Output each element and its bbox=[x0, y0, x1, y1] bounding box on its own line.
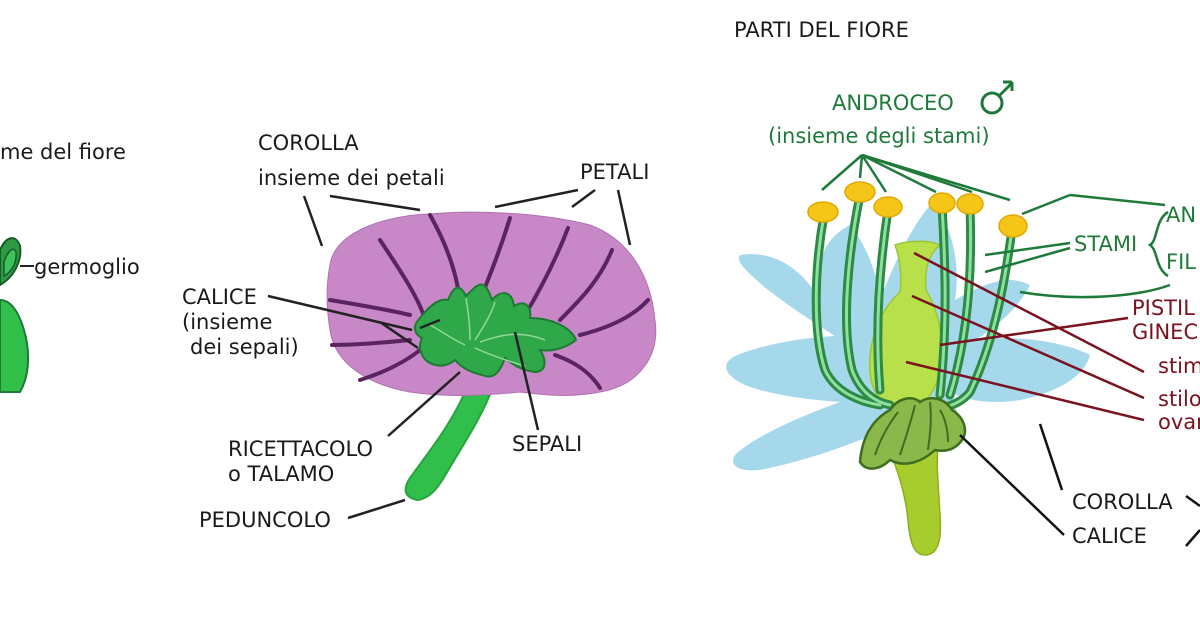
right-bottom-leaders bbox=[959, 423, 1200, 547]
label-stilo-partial: stilo bbox=[1158, 387, 1200, 411]
sepal-veins bbox=[429, 297, 546, 367]
label-filamento-partial: FIL bbox=[1166, 250, 1196, 274]
label-right-calice: CALICE bbox=[1072, 524, 1147, 548]
label-ricettacolo: RICETTACOLO bbox=[228, 437, 374, 461]
label-gineceo-partial: GINEC bbox=[1132, 320, 1199, 344]
anthers bbox=[807, 181, 1028, 238]
calyx-sepals bbox=[414, 283, 578, 378]
label-calice-desc-1: (insieme bbox=[182, 310, 273, 334]
diagram-title: PARTI DEL FIORE bbox=[734, 18, 909, 42]
label-corolla: COROLLA bbox=[258, 131, 359, 155]
label-germoglio: germoglio bbox=[34, 255, 140, 279]
sprout-bud-leaf bbox=[3, 248, 17, 278]
label-antera-partial: AN bbox=[1166, 203, 1197, 227]
right-calyx bbox=[858, 397, 967, 470]
label-stami: STAMI bbox=[1074, 232, 1138, 256]
label-right-corolla: COROLLA bbox=[1072, 490, 1173, 514]
sprout-stem bbox=[0, 298, 30, 393]
left-partial-title: me del fiore bbox=[0, 140, 126, 164]
right-calyx-veins bbox=[874, 401, 949, 456]
middle-leader-lines bbox=[267, 188, 632, 520]
stami-brace bbox=[1147, 210, 1169, 278]
label-peduncolo: PEDUNCOLO bbox=[199, 508, 331, 532]
middle-flower-drawing bbox=[267, 188, 657, 520]
label-talamo: o TALAMO bbox=[228, 462, 335, 486]
label-androceo-desc: (insieme degli stami) bbox=[768, 124, 990, 148]
peduncle-stem bbox=[404, 378, 496, 502]
pistil-lines bbox=[905, 251, 1145, 422]
right-flower-drawing bbox=[726, 80, 1200, 556]
label-stimma-partial: stim bbox=[1158, 354, 1200, 378]
label-ovario-partial: ovar bbox=[1158, 410, 1200, 434]
male-symbol-icon bbox=[980, 80, 1014, 115]
label-pistillo-partial: PISTIL bbox=[1132, 296, 1195, 320]
label-petali: PETALI bbox=[580, 160, 650, 184]
androceo-lines bbox=[821, 153, 1171, 299]
sprout-drawing bbox=[0, 237, 34, 393]
label-corolla-desc: insieme dei petali bbox=[258, 166, 445, 190]
label-calice: CALICE bbox=[182, 285, 257, 309]
label-calice-desc-2: dei sepali) bbox=[190, 335, 299, 359]
label-androceo: ANDROCEO bbox=[832, 91, 954, 115]
label-sepali: SEPALI bbox=[512, 432, 583, 456]
